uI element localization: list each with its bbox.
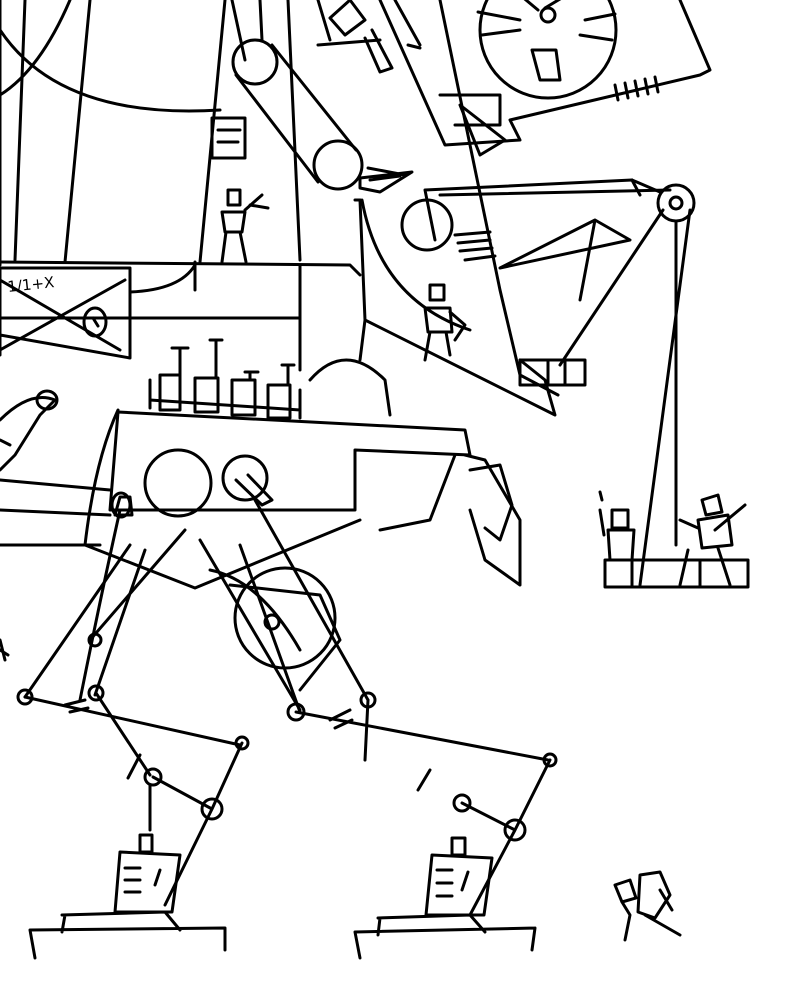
connecting-wires <box>80 200 470 700</box>
crane-arm <box>355 0 694 585</box>
panel-label: 1/1+X <box>7 273 56 296</box>
belt-pulley-assembly <box>233 0 412 260</box>
main-deck <box>0 262 360 358</box>
worker-deck <box>425 285 465 360</box>
fan-housing <box>380 0 710 155</box>
gear-box <box>0 410 470 588</box>
top-bracket <box>318 0 420 72</box>
fan-icon <box>480 0 616 98</box>
left-leg <box>18 530 248 958</box>
left-lamp <box>0 391 57 470</box>
left-edge <box>0 640 8 660</box>
small-figure <box>615 872 680 940</box>
left-tower <box>0 0 262 265</box>
right-leg <box>200 500 556 958</box>
worker-upper <box>222 190 268 262</box>
side-gauge <box>212 118 245 158</box>
worker-platform <box>600 492 748 587</box>
engine-cylinders <box>150 340 390 418</box>
hose-claw <box>380 455 520 585</box>
